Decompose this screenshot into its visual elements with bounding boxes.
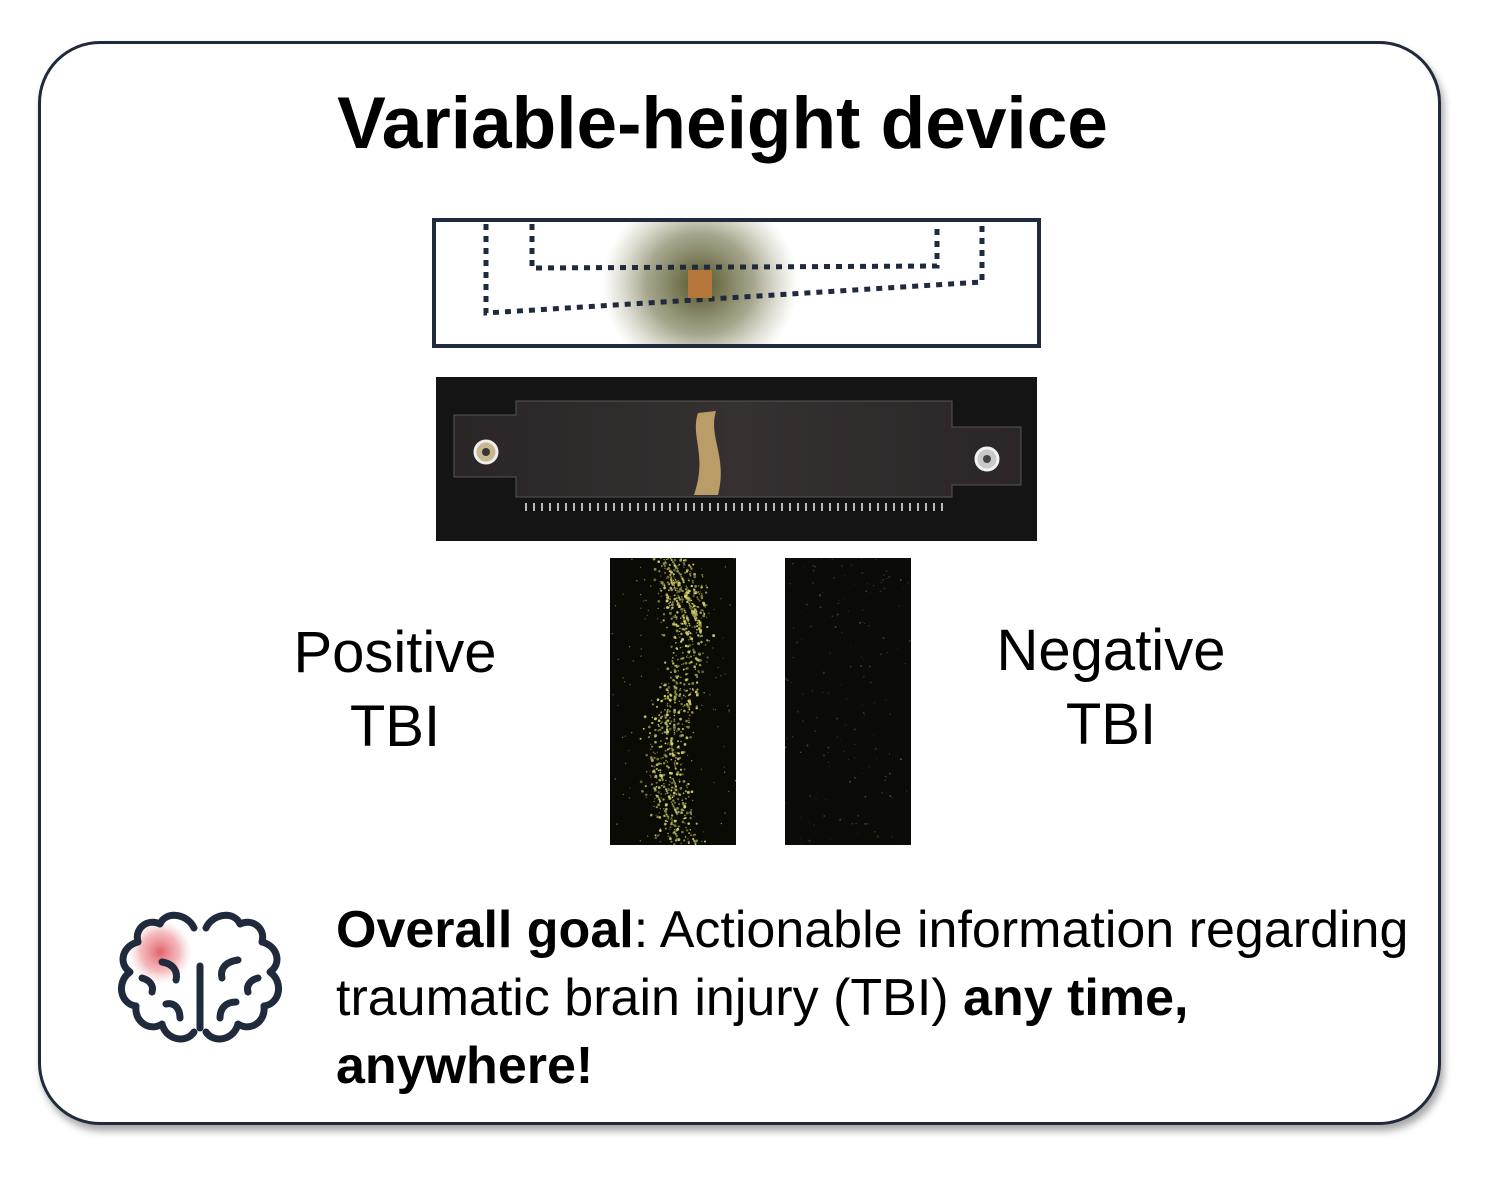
goal-lead: Overall goal [336, 901, 634, 959]
edge-connector-pins [525, 503, 943, 511]
brain-icon [118, 911, 282, 1043]
outer-channel [483, 224, 985, 316]
negative-tbi-panel [785, 558, 911, 845]
fluorescent-band [694, 411, 721, 495]
positive-label-line1: Positive [293, 620, 497, 685]
positive-tbi-label: Positive TBI [270, 616, 520, 764]
device-schematic [432, 218, 1041, 348]
negative-tbi-label: Negative TBI [980, 614, 1242, 762]
negative-label-line2: TBI [1065, 692, 1157, 757]
goal-tail: any time, anywhere! [336, 969, 1189, 1095]
sample-pad [688, 270, 712, 298]
device-outline [432, 218, 1041, 348]
positive-fluorescence-dots [611, 558, 736, 845]
device-photo [436, 377, 1037, 541]
positive-tbi-panel [610, 558, 736, 845]
negative-label-line1: Negative [996, 618, 1226, 683]
overall-goal-text: Overall goal: Actionable information reg… [336, 896, 1416, 1100]
inner-channel [529, 224, 940, 271]
negative-fluorescence-dots [785, 558, 911, 845]
device-body [453, 400, 1022, 498]
positive-label-line2: TBI [349, 694, 441, 759]
goal-body: : Actionable information regarding traum… [336, 901, 1409, 1027]
figure-title: Variable-height device [337, 83, 1108, 164]
